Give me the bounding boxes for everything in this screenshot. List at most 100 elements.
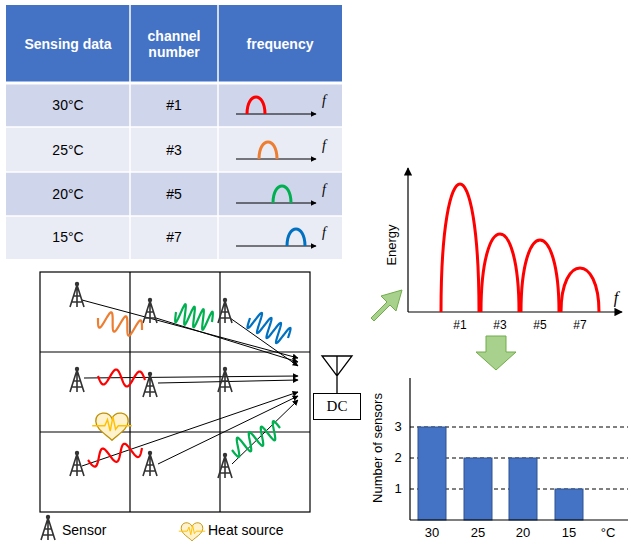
bar <box>464 458 492 520</box>
table-row <box>6 83 342 127</box>
flow-arrow <box>476 336 516 370</box>
bar-chart <box>410 378 628 520</box>
sensor-tower <box>70 454 84 476</box>
table-rule <box>129 5 131 259</box>
antenna-symbol <box>322 356 352 393</box>
signal-wave <box>247 313 290 343</box>
transmission-arrow <box>82 392 298 466</box>
signal-wave <box>98 312 142 335</box>
legend-label: Sensor <box>62 522 106 538</box>
flow-arrow <box>371 290 402 321</box>
heartbeat-line <box>179 525 205 535</box>
y-axis <box>409 378 410 520</box>
frequency-band <box>247 97 265 114</box>
sensor-head <box>223 453 227 457</box>
transmission-arrow <box>84 376 298 378</box>
frequency-symbol: f <box>322 138 326 154</box>
sensor-head <box>75 367 79 371</box>
table <box>6 5 342 259</box>
channel-label: #7 <box>573 319 586 333</box>
table-cell: #1 <box>166 97 182 113</box>
table-header: Sensing data <box>24 36 111 52</box>
frequency-symbol: f <box>322 225 326 241</box>
frequency-axis <box>236 203 316 204</box>
tick-label: °C <box>601 526 616 541</box>
grid-line <box>129 272 130 512</box>
frequency-band <box>287 229 305 246</box>
sensor-tower <box>41 518 55 540</box>
tick-label: 15 <box>562 526 576 541</box>
table-rule <box>217 5 219 259</box>
table-cell: #3 <box>166 142 182 158</box>
table-cell: 30°C <box>52 97 83 113</box>
frequency-band <box>273 186 291 203</box>
channel-label: #5 <box>533 319 546 333</box>
sensor-head <box>148 298 152 302</box>
energy-peak <box>481 234 519 312</box>
box-label: DC <box>327 398 348 415</box>
sensor-symbol <box>70 282 84 307</box>
legend-label: Heat source <box>208 522 283 538</box>
flow-arrows <box>371 290 516 370</box>
sensor-symbol <box>218 298 232 323</box>
sensor-symbol <box>218 367 232 392</box>
grid-line <box>219 272 220 512</box>
sensor-field <box>40 272 310 512</box>
heat-source-symbol <box>179 523 205 541</box>
axis-title: f <box>614 289 618 307</box>
table-header-row <box>6 5 342 83</box>
grid-line <box>40 351 310 352</box>
tick-label: 3 <box>394 420 401 435</box>
energy-peak <box>561 268 599 312</box>
bar <box>509 458 537 520</box>
sensor-symbol <box>143 372 157 397</box>
table-rule <box>6 171 342 173</box>
channel-label: #1 <box>453 319 466 333</box>
table-cell: 15°C <box>52 229 83 245</box>
sensor-head <box>223 367 227 371</box>
tick-label: 2 <box>394 451 401 466</box>
sensor-tower <box>218 370 232 392</box>
tick-label: 1 <box>394 482 401 497</box>
sensor-head <box>75 282 79 286</box>
sensor-symbol <box>70 367 84 392</box>
table-rule <box>6 215 342 217</box>
antenna <box>322 356 352 393</box>
sensor-tower <box>70 370 84 392</box>
sensor-tower <box>70 285 84 307</box>
energy-peak <box>441 184 479 312</box>
sensor-head <box>223 298 227 302</box>
sensor-head <box>148 372 152 376</box>
x-axis <box>410 519 628 520</box>
table-cell: #7 <box>166 229 182 245</box>
sensor-head <box>75 451 79 455</box>
heart-outline <box>181 523 203 541</box>
collector-box: DC <box>313 393 361 420</box>
sensor-head <box>46 515 50 519</box>
table-cell: #5 <box>166 186 182 202</box>
table-header: frequency <box>247 36 314 52</box>
sensor-symbol <box>143 298 157 323</box>
axis-title: Number of sensors <box>371 393 386 503</box>
table-row <box>6 216 342 259</box>
heart-outline <box>96 413 128 440</box>
transmission-arrow <box>232 400 298 464</box>
signal-wave <box>232 421 280 457</box>
table-row <box>6 172 342 216</box>
sensor-tower <box>218 301 232 323</box>
table-header: channel number <box>134 28 214 60</box>
field-border <box>40 272 310 512</box>
y-axis <box>407 168 408 312</box>
channel-label: #3 <box>493 319 506 333</box>
frequency-symbol: f <box>322 93 326 109</box>
sensor-tower <box>218 456 232 478</box>
sensor-head <box>148 451 152 455</box>
sensor-symbol <box>70 451 84 476</box>
table-cell: 25°C <box>52 142 83 158</box>
tick-label: 25 <box>471 526 485 541</box>
table-rule <box>6 126 342 128</box>
table-cell: 20°C <box>52 186 83 202</box>
energy-spectrum <box>408 168 622 312</box>
